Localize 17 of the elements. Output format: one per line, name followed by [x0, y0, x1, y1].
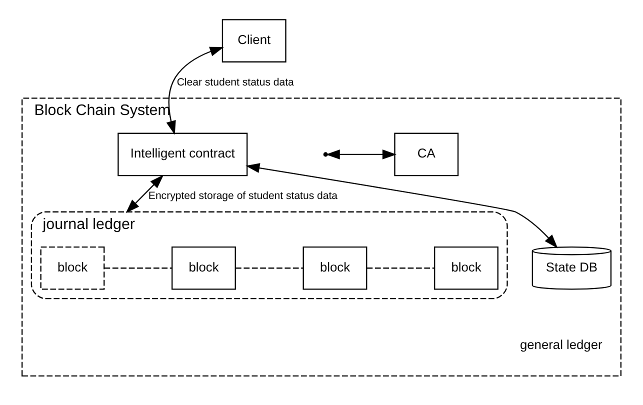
node-box: Intelligent contract: [118, 132, 248, 176]
arrow: [126, 174, 164, 214]
connector: [366, 268, 434, 269]
node-label: general ledger: [520, 336, 602, 352]
connector: [236, 268, 304, 269]
node-box: block: [40, 246, 105, 290]
connector: [104, 268, 172, 269]
node-box: block: [172, 246, 236, 290]
arrow: [326, 150, 396, 160]
node-box: CA: [394, 132, 459, 176]
arrow: [246, 163, 558, 248]
edge-label: Clear student status data: [176, 76, 294, 89]
edge-label: Encrypted storage of student status data: [148, 190, 338, 202]
node-box: Client: [222, 19, 286, 62]
arrow: [166, 46, 224, 135]
node-box: block: [434, 246, 498, 290]
node-box: block: [302, 246, 368, 290]
